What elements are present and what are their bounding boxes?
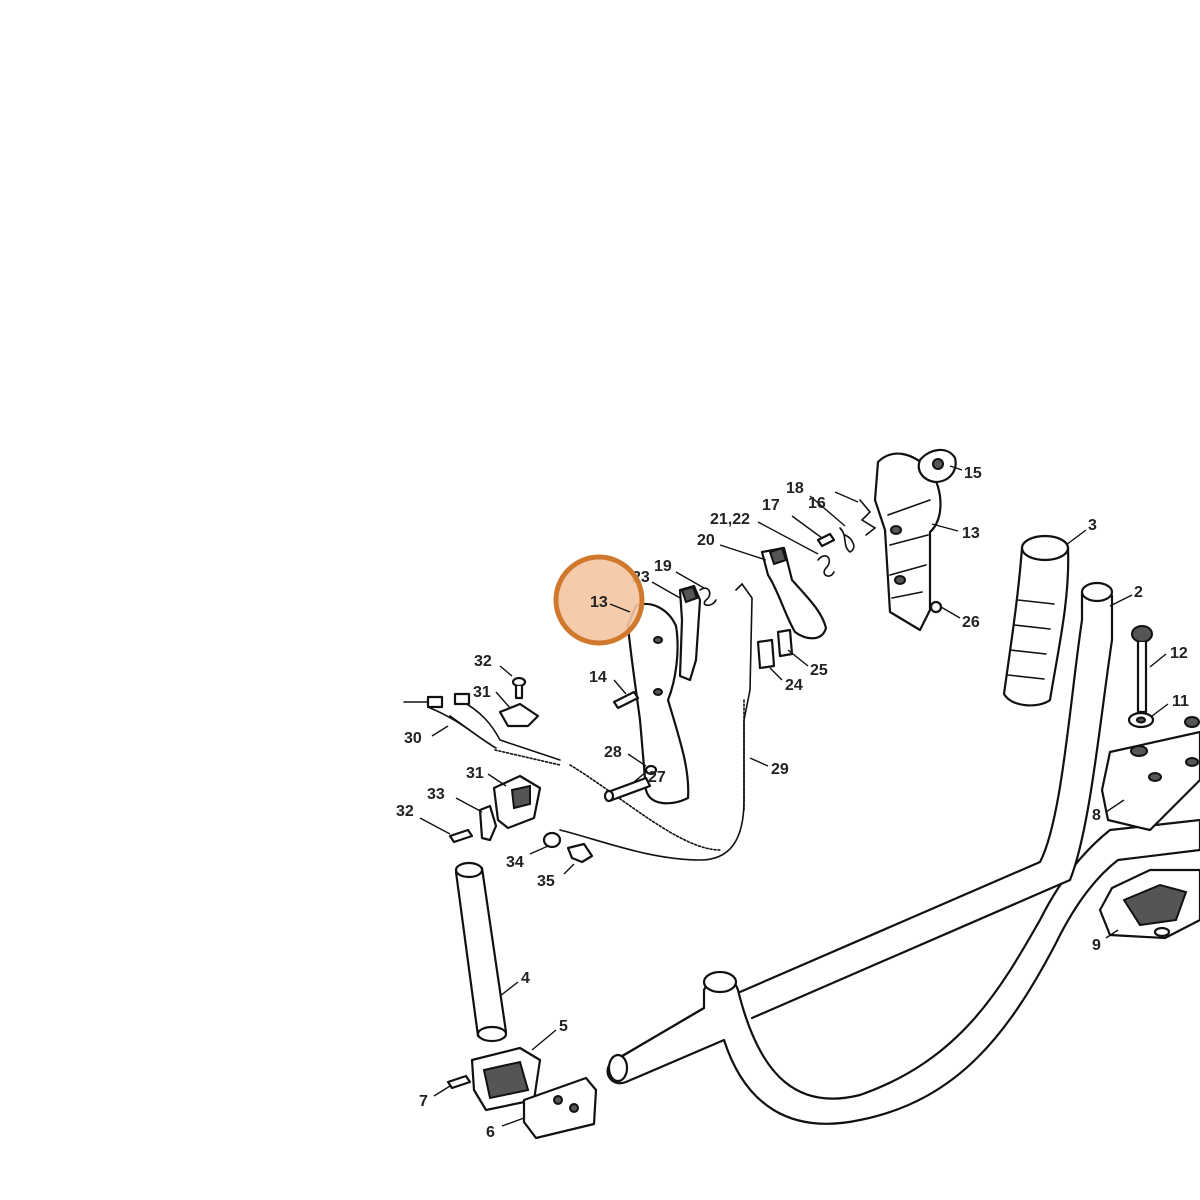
highlight-circle[interactable] [553, 554, 645, 646]
handle-housing-part-13 [873, 452, 942, 632]
callout-9: 9 [1092, 937, 1101, 954]
callout-30: 30 [404, 730, 422, 747]
callout-25: 25 [810, 662, 828, 679]
spring-part-16 [859, 499, 877, 536]
trigger-part-23 [678, 584, 702, 682]
callout-26: 26 [962, 614, 980, 631]
callout-12: 12 [1170, 645, 1188, 662]
screw-part-32-upper [511, 676, 527, 700]
callout-11: 11 [1172, 693, 1189, 710]
spring-part-18 [839, 527, 855, 553]
clamp-part-8 [1100, 716, 1200, 832]
callout-19: 19 [654, 558, 672, 575]
washer-part-11 [1127, 711, 1155, 729]
clip-part-31-upper [498, 702, 540, 728]
leader-lines [419, 465, 1169, 1127]
callout-4: 4 [521, 970, 530, 987]
callout-33: 33 [427, 786, 445, 803]
nut-part-26 [929, 600, 943, 614]
washer-part-28 [644, 764, 658, 776]
callout-15: 15 [964, 465, 982, 482]
clamp-part-6 [522, 1076, 598, 1140]
switch-housing-part-31 [492, 774, 542, 830]
callout-28: 28 [604, 744, 622, 761]
grip-part-3 [1002, 534, 1070, 707]
spring-part-19 [699, 587, 717, 607]
screw-part-27 [603, 776, 652, 803]
highlight-marker[interactable]: 13 [553, 554, 645, 646]
callout-7: 7 [419, 1093, 428, 1110]
highlight-label: 13 [590, 594, 608, 611]
cable-part-29 [559, 582, 753, 861]
callout-13-housing: 13 [962, 525, 980, 542]
bolt-part-12 [1131, 625, 1153, 714]
callout-27: 27 [648, 769, 666, 786]
callout-labels: 15 16 18 17 13 21,22 20 3 19 23 2 26 12 … [396, 465, 1189, 1141]
washer-part-34 [542, 831, 562, 849]
callout-3: 3 [1088, 517, 1097, 534]
lever-part-20 [760, 546, 828, 640]
callout-21-22: 21,22 [710, 511, 750, 528]
tube-part-4 [454, 861, 508, 1043]
callout-18: 18 [786, 480, 804, 497]
callout-32-upper: 32 [474, 653, 492, 670]
screw-part-32-lower [448, 828, 474, 844]
callout-14: 14 [589, 669, 607, 686]
callout-34: 34 [506, 854, 524, 871]
handlebar-tube [606, 581, 1200, 1125]
wiring-part-30 [403, 692, 561, 766]
callout-16: 16 [808, 495, 826, 512]
callout-31-upper: 31 [473, 684, 491, 701]
switch-part-24 [756, 638, 776, 670]
callout-24: 24 [785, 677, 803, 694]
screw-part-7 [446, 1074, 472, 1090]
callout-6: 6 [486, 1124, 495, 1141]
spring-part-21-22 [817, 555, 835, 577]
callout-20: 20 [697, 532, 715, 549]
screw-part-14 [612, 690, 640, 710]
screw-part-17 [816, 532, 836, 548]
callout-29: 29 [771, 761, 789, 778]
callout-35: 35 [537, 873, 555, 890]
callout-32-lower: 32 [396, 803, 414, 820]
callout-31-lower: 31 [466, 765, 484, 782]
clamp-part-9 [1098, 868, 1200, 940]
callout-2: 2 [1134, 584, 1143, 601]
screw-part-35 [566, 842, 594, 864]
callout-8: 8 [1092, 807, 1101, 824]
callout-17: 17 [762, 497, 780, 514]
bracket-part-33 [478, 804, 498, 842]
callout-5: 5 [559, 1018, 568, 1035]
knob-part-15 [917, 448, 957, 484]
